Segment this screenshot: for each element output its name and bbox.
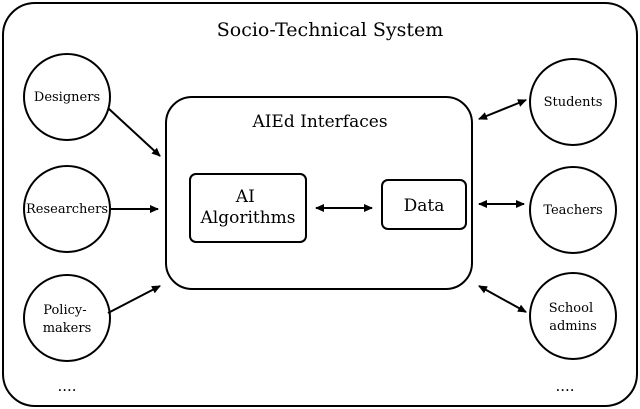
system-title: Socio-Technical System [217,19,443,41]
teachers-circle [529,166,617,254]
students-circle [529,58,617,146]
school-admins-circle [529,272,617,360]
data-label: Data [404,196,445,216]
aied-interfaces-title: AIEd Interfaces [251,112,387,132]
researchers-label: Researchers [26,202,108,217]
policy-makers-circle [23,274,111,362]
ai-algorithms-label: AI Algorithms [199,187,295,228]
ai-algorithms-box [189,173,307,243]
students-label: Students [544,95,603,110]
designers-circle [23,53,111,141]
designers-label: Designers [34,90,100,105]
ai-algorithms-line2: Algorithms [199,208,295,228]
school-admins-label: School admins [549,301,598,334]
designers-arrow [107,107,161,157]
students-arrow [478,99,527,120]
aied-interfaces-box [165,96,473,290]
ai-algorithms-line1: AI [235,187,255,207]
policy-makers-arrow [107,285,161,314]
data-box [381,179,467,230]
school-admins-arrow [478,285,527,313]
policy-makers-label: Policy- makers [43,303,92,336]
right-ellipsis: .... [555,377,574,395]
researchers-circle [23,165,111,253]
left-ellipsis: .... [57,377,76,395]
teachers-label: Teachers [543,203,602,218]
